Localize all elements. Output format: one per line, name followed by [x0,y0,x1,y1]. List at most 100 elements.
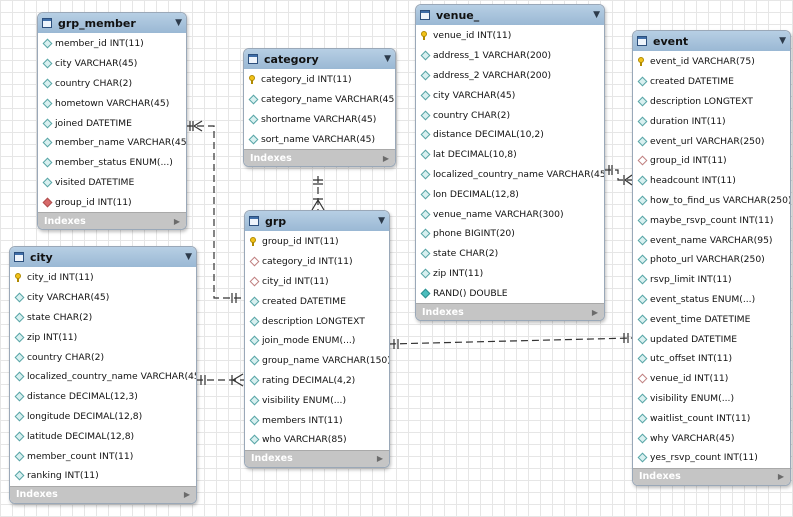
table-menu-icon[interactable]: ▼ [185,252,192,262]
column-row[interactable]: photo_url VARCHAR(250) [633,250,790,270]
column-row[interactable]: member_count INT(11) [10,446,196,466]
table-venue[interactable]: venue_ ▼ venue_id INT(11)address_1 VARCH… [415,4,605,322]
column-row[interactable]: country CHAR(2) [10,347,196,367]
table-header[interactable]: grp ▼ [245,211,389,231]
column-row[interactable]: country CHAR(2) [416,105,604,125]
table-header[interactable]: event ▼ [633,31,790,51]
expand-arrow-icon[interactable]: ▶ [591,307,598,317]
column-row[interactable]: rating DECIMAL(4,2) [245,371,389,391]
column-row[interactable]: member_name VARCHAR(45) [38,133,186,153]
table-grp[interactable]: grp ▼ group_id INT(11)category_id INT(11… [244,210,390,468]
column-row[interactable]: waitlist_count INT(11) [633,408,790,428]
column-row[interactable]: duration INT(11) [633,111,790,131]
column-row[interactable]: sort_name VARCHAR(45) [244,129,395,149]
indexes-section[interactable]: Indexes ▶ [244,149,395,167]
column-row[interactable]: distance DECIMAL(12,3) [10,387,196,407]
column-row[interactable]: member_id INT(11) [38,34,186,54]
column-row[interactable]: state CHAR(2) [416,244,604,264]
column-row[interactable]: how_to_find_us VARCHAR(250) [633,191,790,211]
column-row[interactable]: why VARCHAR(45) [633,428,790,448]
table-header[interactable]: category ▼ [244,49,395,69]
indexes-section[interactable]: Indexes ▶ [10,485,196,503]
column-row[interactable]: venue_name VARCHAR(300) [416,204,604,224]
expand-arrow-icon[interactable]: ▶ [376,454,383,464]
table-city[interactable]: city ▼ city_id INT(11)city VARCHAR(45)st… [9,246,197,504]
table-event[interactable]: event ▼ event_id VARCHAR(75)created DATE… [632,30,791,486]
table-category[interactable]: category ▼ category_id INT(11)category_n… [243,48,396,168]
column-row[interactable]: visibility ENUM(...) [245,390,389,410]
column-row[interactable]: members INT(11) [245,410,389,430]
table-menu-icon[interactable]: ▼ [779,36,786,46]
column-row[interactable]: event_name VARCHAR(95) [633,230,790,250]
column-row[interactable]: rsvp_limit INT(11) [633,270,790,290]
column-row[interactable]: address_2 VARCHAR(200) [416,66,604,86]
table-header[interactable]: grp_member ▼ [38,13,186,33]
expand-arrow-icon[interactable]: ▶ [777,472,784,482]
column-row[interactable]: event_id VARCHAR(75) [633,52,790,72]
column-row[interactable]: zip INT(11) [416,264,604,284]
column-row[interactable]: ranking INT(11) [10,466,196,486]
column-row[interactable]: address_1 VARCHAR(200) [416,46,604,66]
indexes-section[interactable]: Indexes ▶ [416,303,604,321]
table-menu-icon[interactable]: ▼ [175,18,182,28]
table-header[interactable]: city ▼ [10,247,196,267]
column-row[interactable]: who VARCHAR(85) [245,430,389,450]
column-row[interactable]: event_status ENUM(...) [633,290,790,310]
column-row[interactable]: visibility ENUM(...) [633,389,790,409]
column-row[interactable]: distance DECIMAL(10,2) [416,125,604,145]
column-row[interactable]: city VARCHAR(45) [10,288,196,308]
column-row[interactable]: city_id INT(11) [245,272,389,292]
column-row[interactable]: category_id INT(11) [245,252,389,272]
indexes-section[interactable]: Indexes ▶ [245,449,389,467]
column-row[interactable]: venue_id INT(11) [633,369,790,389]
column-row[interactable]: headcount INT(11) [633,171,790,191]
table-menu-icon[interactable]: ▼ [384,54,391,64]
column-row[interactable]: join_mode ENUM(...) [245,331,389,351]
column-row[interactable]: category_id INT(11) [244,70,395,90]
column-row[interactable]: group_id INT(11) [245,232,389,252]
column-row[interactable]: description LONGTEXT [245,311,389,331]
column-row[interactable]: updated DATETIME [633,329,790,349]
expand-arrow-icon[interactable]: ▶ [173,216,180,226]
indexes-section[interactable]: Indexes ▶ [633,467,790,485]
column-row[interactable]: venue_id INT(11) [416,26,604,46]
column-row[interactable]: created DATETIME [245,291,389,311]
column-row[interactable]: group_id INT(11) [633,151,790,171]
column-row[interactable]: zip INT(11) [10,327,196,347]
table-menu-icon[interactable]: ▼ [593,10,600,20]
indexes-section[interactable]: Indexes ▶ [38,212,186,230]
table-menu-icon[interactable]: ▼ [378,216,385,226]
column-row[interactable]: shortname VARCHAR(45) [244,110,395,130]
column-row[interactable]: lon DECIMAL(12,8) [416,184,604,204]
column-row[interactable]: phone BIGINT(20) [416,224,604,244]
table-header[interactable]: venue_ ▼ [416,5,604,25]
column-row[interactable]: group_id INT(11) [38,192,186,212]
column-row[interactable]: lat DECIMAL(10,8) [416,145,604,165]
column-row[interactable]: created DATETIME [633,72,790,92]
column-row[interactable]: hometown VARCHAR(45) [38,93,186,113]
column-row[interactable]: utc_offset INT(11) [633,349,790,369]
column-row[interactable]: localized_country_name VARCHAR(45) [10,367,196,387]
column-row[interactable]: group_name VARCHAR(150) [245,351,389,371]
expand-arrow-icon[interactable]: ▶ [183,490,190,500]
column-row[interactable]: latitude DECIMAL(12,8) [10,426,196,446]
column-row[interactable]: state CHAR(2) [10,308,196,328]
column-row[interactable]: event_url VARCHAR(250) [633,131,790,151]
column-row[interactable]: joined DATETIME [38,113,186,133]
column-row[interactable]: event_time DATETIME [633,309,790,329]
column-row[interactable]: city VARCHAR(45) [38,54,186,74]
column-row[interactable]: yes_rsvp_count INT(11) [633,448,790,468]
column-row[interactable]: localized_country_name VARCHAR(45) [416,165,604,185]
column-row[interactable]: maybe_rsvp_count INT(11) [633,210,790,230]
column-row[interactable]: city VARCHAR(45) [416,85,604,105]
column-row[interactable]: city_id INT(11) [10,268,196,288]
column-row[interactable]: country CHAR(2) [38,74,186,94]
column-row[interactable]: longitude DECIMAL(12,8) [10,407,196,427]
column-row[interactable]: RAND() DOUBLE [416,283,604,303]
column-row[interactable]: visited DATETIME [38,173,186,193]
column-row[interactable]: member_status ENUM(...) [38,153,186,173]
column-row[interactable]: description LONGTEXT [633,92,790,112]
expand-arrow-icon[interactable]: ▶ [382,153,389,163]
column-row[interactable]: category_name VARCHAR(45) [244,90,395,110]
table-grp-member[interactable]: grp_member ▼ member_id INT(11)city VARCH… [37,12,187,231]
